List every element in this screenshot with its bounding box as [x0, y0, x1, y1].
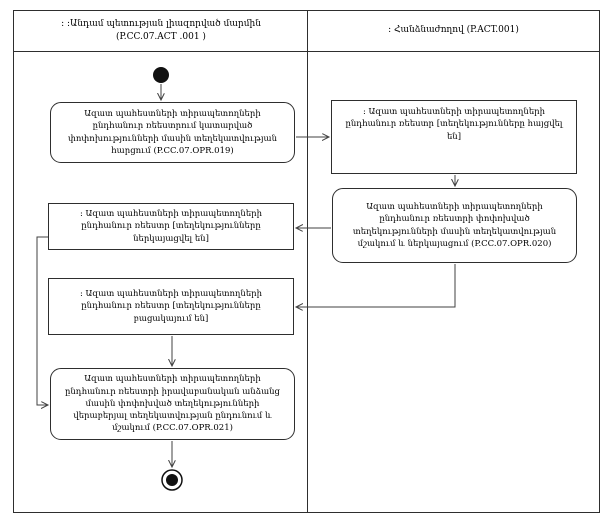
swimlane-header-left: : :Անդամ պետության լիազորված մարմին (P.C…	[14, 11, 308, 51]
activity-node-receive-process-opr021: Ազատ պահեստների տիրապետողների ընդհանուր …	[50, 368, 295, 440]
object-node-label: : Ազատ պահեստների տիրապետողների ընդհանու…	[79, 209, 263, 244]
activity-node-process-present-opr020: Ազատ պահեստների տիրապետողների ընդհանուր …	[332, 188, 577, 263]
swimlane-right-title: : Հանձնաժողով (P.ACT.001)	[388, 25, 519, 36]
swimlane-header-right: : Հանձնաժողով (P.ACT.001)	[308, 11, 599, 51]
lane-divider	[307, 10, 308, 513]
object-node-registry-info-requested: : Ազատ պահեստների տիրապետողների ընդհանու…	[331, 100, 577, 174]
object-node-registry-info-presented: : Ազատ պահեստների տիրապետողների ընդհանու…	[48, 203, 294, 250]
activity-node-request-info-opr019: Ազատ պահեստների տիրապետողների ընդհանուր …	[50, 102, 295, 163]
object-node-registry-info-absent: : Ազատ պահեստների տիրապետողների ընդհանու…	[48, 278, 294, 335]
activity-node-label: Ազատ պահեստների տիրապետողների ընդհանուր …	[65, 374, 280, 434]
activity-node-label: Ազատ պահեստների տիրապետողների ընդհանուր …	[352, 201, 557, 249]
object-node-label: : Ազատ պահեստների տիրապետողների ընդհանու…	[79, 289, 263, 324]
swimlane-header-row: : :Անդամ պետության լիազորված մարմին (P.C…	[13, 10, 600, 52]
swimlane-left-title-line2: (P.CC.07.ACT .001 )	[116, 32, 206, 42]
swimlane-left-title-line1: : :Անդամ պետության լիազորված մարմին	[61, 18, 261, 29]
object-node-label: : Ազատ պահեստների տիրապետողների ընդհանու…	[345, 107, 563, 142]
activity-node-label: Ազատ պահեստների տիրապետողների ընդհանուր …	[67, 108, 277, 156]
